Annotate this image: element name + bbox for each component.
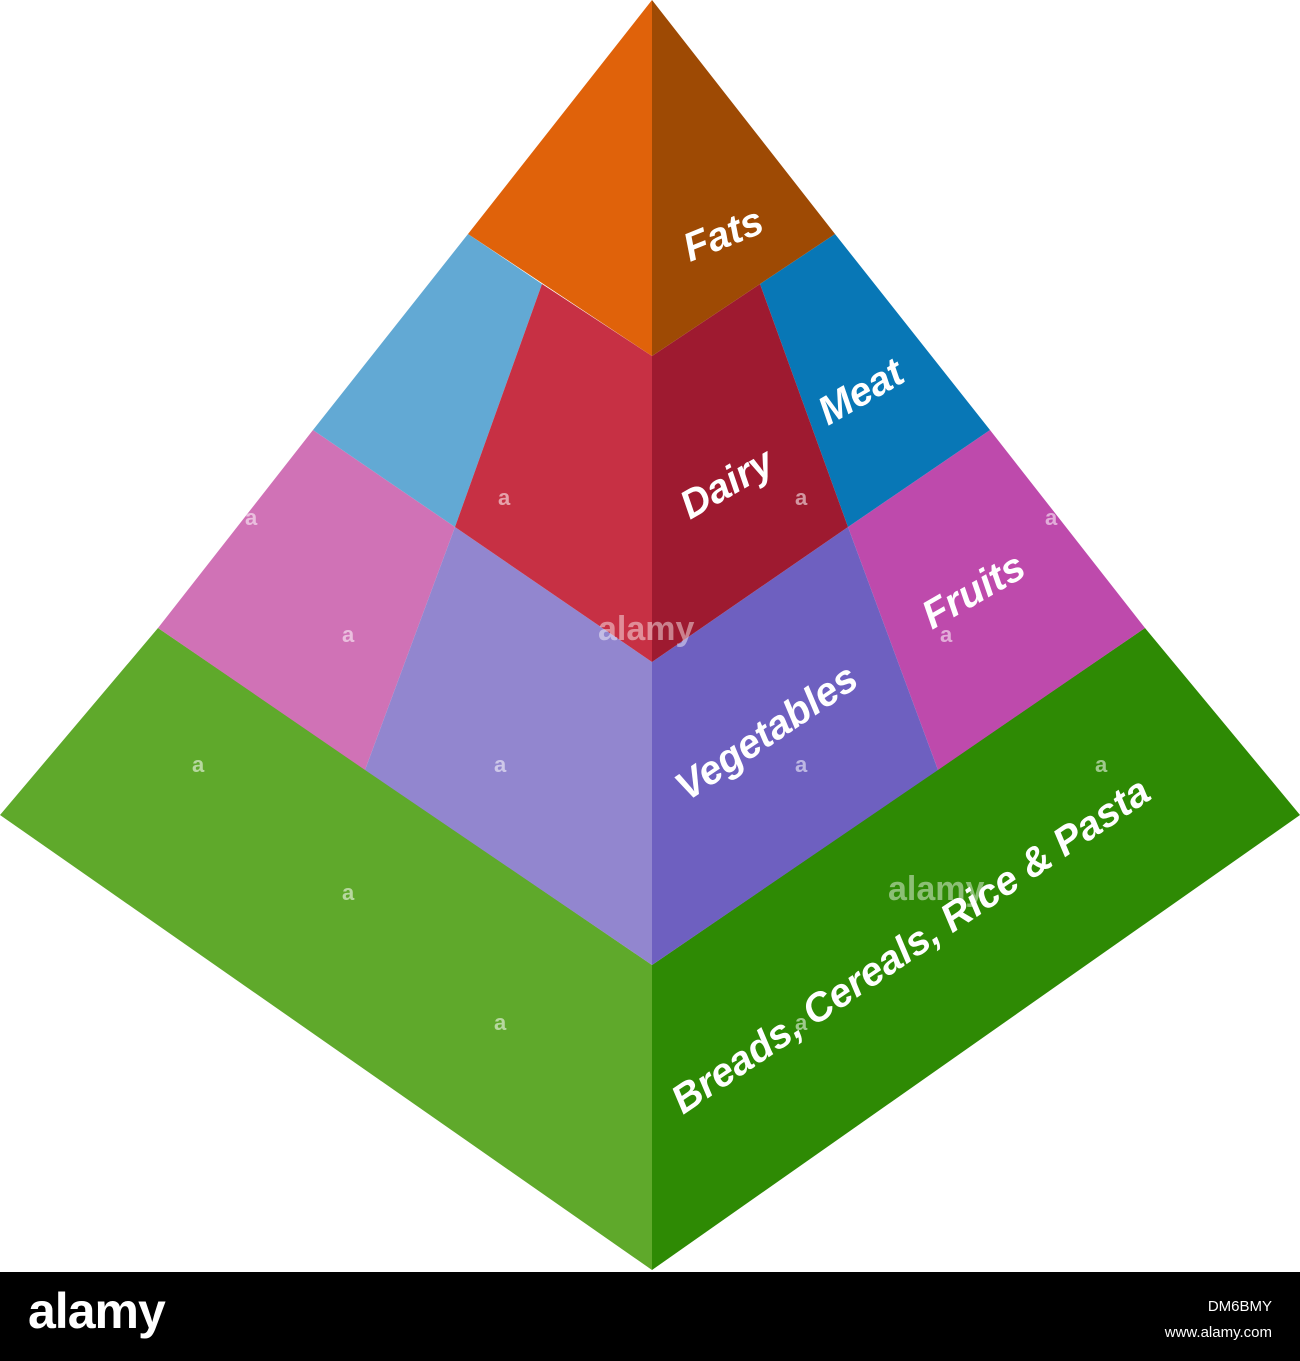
watermark-mark: a — [498, 485, 511, 510]
fats-right-face — [652, 0, 835, 356]
watermark-marks: a a a a a a a a a a a a a alamy alamy — [192, 485, 1108, 1035]
watermark-mark: a — [1095, 752, 1108, 777]
fruits-left-face — [158, 430, 455, 770]
meat-right-face — [760, 234, 990, 527]
watermark-mark: a — [795, 1010, 808, 1035]
food-pyramid-diagram: a a a a a a a a a a a a a alamy alamy Fa… — [0, 0, 1300, 1270]
dairy-right-face — [652, 284, 848, 662]
meat-left-face — [313, 234, 542, 527]
watermark-mark: a — [245, 505, 258, 530]
watermark-mark: a — [342, 622, 355, 647]
vegetables-left-face — [365, 527, 652, 965]
footer-meta: DM6BMY www.alamy.com — [1165, 1294, 1272, 1346]
alamy-logo: alamy — [28, 1283, 166, 1339]
site-url: www.alamy.com — [1164, 1324, 1272, 1341]
breads-right-face — [652, 628, 1300, 1270]
watermark-word: alamy — [598, 610, 694, 648]
watermark-word: alamy — [888, 870, 984, 908]
watermark-mark: a — [795, 752, 808, 777]
vegetables-right-face — [652, 527, 938, 965]
fats-left-face — [468, 0, 652, 356]
watermark-mark: a — [494, 1010, 507, 1035]
dairy-left-face — [455, 284, 652, 662]
watermark-mark: a — [795, 485, 808, 510]
image-id: DM6BMY — [1207, 1298, 1272, 1315]
watermark-footer: alamy DM6BMY www.alamy.com — [0, 1272, 1300, 1361]
watermark-mark: a — [1045, 505, 1058, 530]
watermark-mark: a — [192, 752, 205, 777]
watermark-mark: a — [494, 752, 507, 777]
watermark-mark: a — [342, 880, 355, 905]
watermark-mark: a — [940, 622, 953, 647]
breads-left-face — [0, 628, 652, 1270]
fruits-right-face — [848, 430, 1145, 770]
